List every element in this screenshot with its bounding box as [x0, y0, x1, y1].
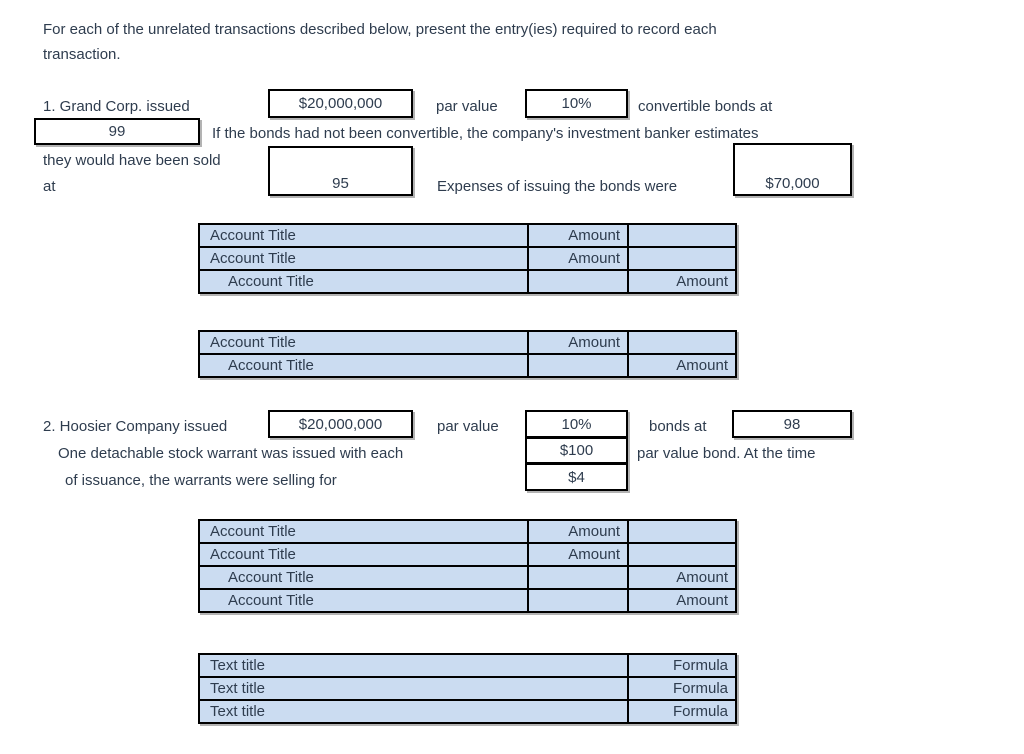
journal-table-2: Account Title Amount Account Title Amoun… [198, 330, 737, 378]
amount-cell[interactable]: Amount [527, 223, 629, 248]
amount-cell[interactable]: Amount [627, 353, 737, 378]
t2-issue-price-box[interactable]: 98 [732, 410, 852, 438]
t1-estimated-price-box[interactable]: 95 [268, 146, 413, 196]
account-title-cell[interactable]: Account Title [198, 269, 529, 294]
account-title-cell[interactable]: Account Title [198, 353, 529, 378]
table-row: Account Title Amount [198, 330, 737, 355]
amount-cell[interactable]: Amount [627, 565, 737, 590]
t1-at-label: at [43, 178, 56, 195]
journal-table-3: Account Title Amount Account Title Amoun… [198, 519, 737, 613]
table-row: Text title Formula [198, 653, 737, 678]
t2-par-value-label: par value [437, 418, 499, 435]
t1-if-not-convertible: If the bonds had not been convertible, t… [212, 125, 759, 142]
account-title-cell[interactable]: Account Title [198, 588, 529, 613]
amount-entry-cell[interactable] [627, 519, 737, 544]
account-title-cell[interactable]: Account Title [198, 330, 529, 355]
text-title-cell[interactable]: Text title [198, 653, 629, 678]
account-title-cell[interactable]: Account Title [198, 565, 529, 590]
text-title-cell[interactable]: Text title [198, 676, 629, 701]
t2-issuance-line: of issuance, the warrants were selling f… [65, 472, 337, 489]
amount-cell[interactable]: Amount [527, 542, 629, 567]
t1-expenses-box[interactable]: $70,000 [733, 143, 852, 196]
table-row: Account Title Amount [198, 519, 737, 544]
amount-cell[interactable]: Amount [627, 269, 737, 294]
t2-warrant-line: One detachable stock warrant was issued … [58, 445, 404, 462]
t2-warrant-price-box[interactable]: $4 [525, 463, 628, 491]
amount-entry-cell[interactable] [627, 542, 737, 567]
amount-entry-cell[interactable] [527, 269, 629, 294]
formula-cell[interactable]: Formula [627, 699, 737, 724]
table-row: Account Title Amount [198, 223, 737, 248]
t1-they-would-label: they would have been sold [43, 152, 221, 169]
formula-table: Text title Formula Text title Formula Te… [198, 653, 737, 724]
t1-rate-box[interactable]: 10% [525, 89, 628, 118]
intro-line-1: For each of the unrelated transactions d… [43, 21, 717, 38]
amount-entry-cell[interactable] [527, 353, 629, 378]
t1-par-value-label: par value [436, 98, 498, 115]
amount-cell[interactable]: Amount [527, 246, 629, 271]
amount-cell[interactable]: Amount [527, 330, 629, 355]
amount-cell[interactable]: Amount [527, 519, 629, 544]
t1-label: 1. Grand Corp. issued [43, 98, 190, 115]
t2-par-value-bond-label: par value bond. At the time [637, 445, 816, 462]
table-row: Account Title Amount [198, 542, 737, 567]
amount-entry-cell[interactable] [527, 588, 629, 613]
t1-convertible-label: convertible bonds at [638, 98, 773, 115]
intro-line-2: transaction. [43, 46, 121, 63]
text-title-cell[interactable]: Text title [198, 699, 629, 724]
journal-table-1: Account Title Amount Account Title Amoun… [198, 223, 737, 294]
t1-issue-price-box[interactable]: 99 [34, 118, 200, 145]
table-row: Account Title Amount [198, 565, 737, 590]
table-row: Account Title Amount [198, 353, 737, 378]
t2-rate-box[interactable]: 10% [525, 410, 628, 438]
table-row: Account Title Amount [198, 588, 737, 613]
t2-bond-denom-box[interactable]: $100 [525, 437, 628, 464]
table-row: Account Title Amount [198, 246, 737, 271]
amount-entry-cell[interactable] [627, 223, 737, 248]
account-title-cell[interactable]: Account Title [198, 542, 529, 567]
t2-label: 2. Hoosier Company issued [43, 418, 228, 435]
t2-bonds-at-label: bonds at [649, 418, 707, 435]
table-row: Text title Formula [198, 699, 737, 724]
t1-expenses-label: Expenses of issuing the bonds were [437, 178, 678, 195]
account-title-cell[interactable]: Account Title [198, 246, 529, 271]
amount-entry-cell[interactable] [627, 246, 737, 271]
formula-cell[interactable]: Formula [627, 676, 737, 701]
t1-par-amount-box[interactable]: $20,000,000 [268, 89, 413, 118]
account-title-cell[interactable]: Account Title [198, 519, 529, 544]
amount-entry-cell[interactable] [527, 565, 629, 590]
formula-cell[interactable]: Formula [627, 653, 737, 678]
table-row: Account Title Amount [198, 269, 737, 294]
amount-entry-cell[interactable] [627, 330, 737, 355]
t2-par-amount-box[interactable]: $20,000,000 [268, 410, 413, 438]
table-row: Text title Formula [198, 676, 737, 701]
account-title-cell[interactable]: Account Title [198, 223, 529, 248]
amount-cell[interactable]: Amount [627, 588, 737, 613]
